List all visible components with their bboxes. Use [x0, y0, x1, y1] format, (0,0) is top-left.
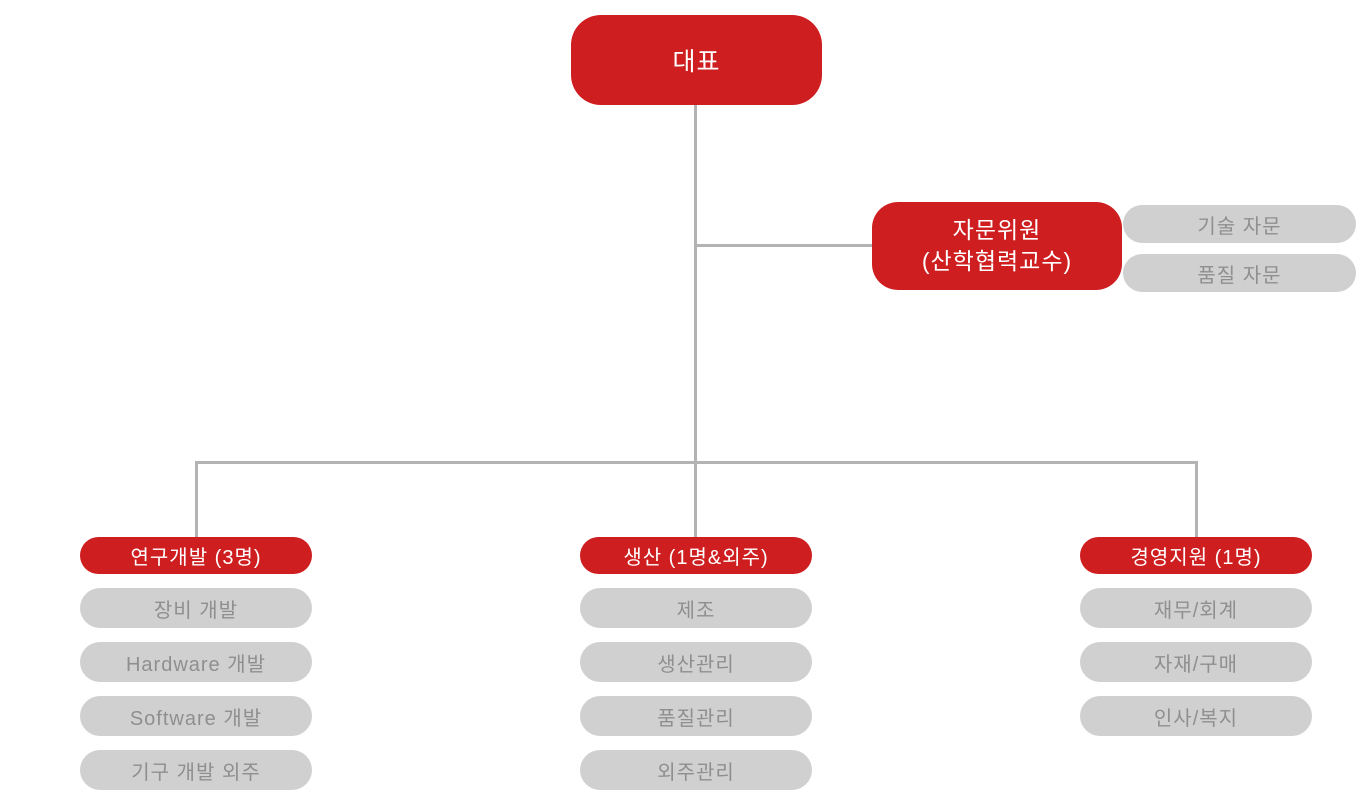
node-advisory-label-line2: (산학협력교수) — [921, 248, 1073, 274]
connector-root-vertical — [694, 105, 697, 537]
connector-dept-left-drop — [195, 461, 198, 537]
node-advisory-label-line1: 자문위원 — [952, 217, 1042, 243]
node-rnd-mechanism-outsourcing: 기구 개발 외주 — [80, 750, 312, 790]
node-rnd-software-dev: Software 개발 — [80, 696, 312, 736]
node-prod-production-mgmt: 생산관리 — [580, 642, 812, 682]
node-rnd-equipment-dev: 장비 개발 — [80, 588, 312, 628]
node-prod-outsourcing-mgmt: 외주관리 — [580, 750, 812, 790]
node-rnd-hardware-dev: Hardware 개발 — [80, 642, 312, 682]
node-prod-manufacturing: 제조 — [580, 588, 812, 628]
node-advisory-tech: 기술 자문 — [1123, 205, 1356, 243]
node-dept-rnd: 연구개발 (3명) — [80, 537, 312, 574]
node-dept-production: 생산 (1명&외주) — [580, 537, 812, 574]
node-mgmt-materials-purchasing: 자재/구매 — [1080, 642, 1312, 682]
node-ceo: 대표 — [571, 15, 822, 105]
node-advisory: 자문위원 (산학협력교수) — [872, 202, 1122, 290]
node-mgmt-finance-accounting: 재무/회계 — [1080, 588, 1312, 628]
node-dept-mgmt-support: 경영지원 (1명) — [1080, 537, 1312, 574]
connector-dept-right-drop — [1195, 461, 1198, 537]
node-prod-quality-mgmt: 품질관리 — [580, 696, 812, 736]
node-mgmt-hr-welfare: 인사/복지 — [1080, 696, 1312, 736]
connector-departments-horizontal — [195, 461, 1198, 464]
connector-advisory-horizontal — [694, 244, 872, 247]
node-advisory-quality: 품질 자문 — [1123, 254, 1356, 292]
